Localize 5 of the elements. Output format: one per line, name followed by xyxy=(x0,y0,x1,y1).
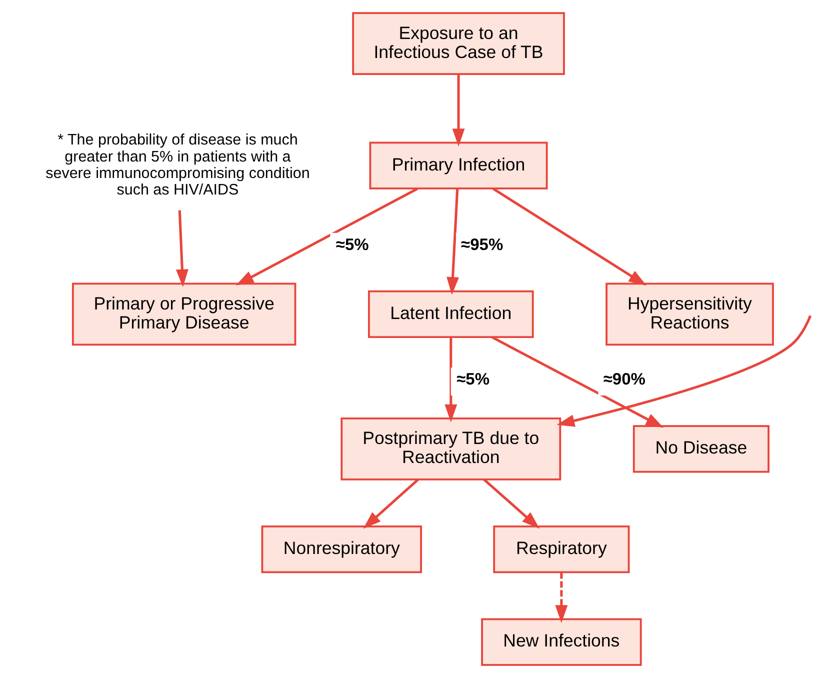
edge-label: ≈5% xyxy=(336,236,369,254)
edge-label: ≈90% xyxy=(603,370,646,389)
edge-label: ≈5% xyxy=(456,370,490,389)
node-text: * The probability of disease is much greater than 5% in patients with a severe immunocompromising condition such as HIV/AIDS xyxy=(46,132,310,198)
edge-label: ≈95% xyxy=(461,236,504,254)
